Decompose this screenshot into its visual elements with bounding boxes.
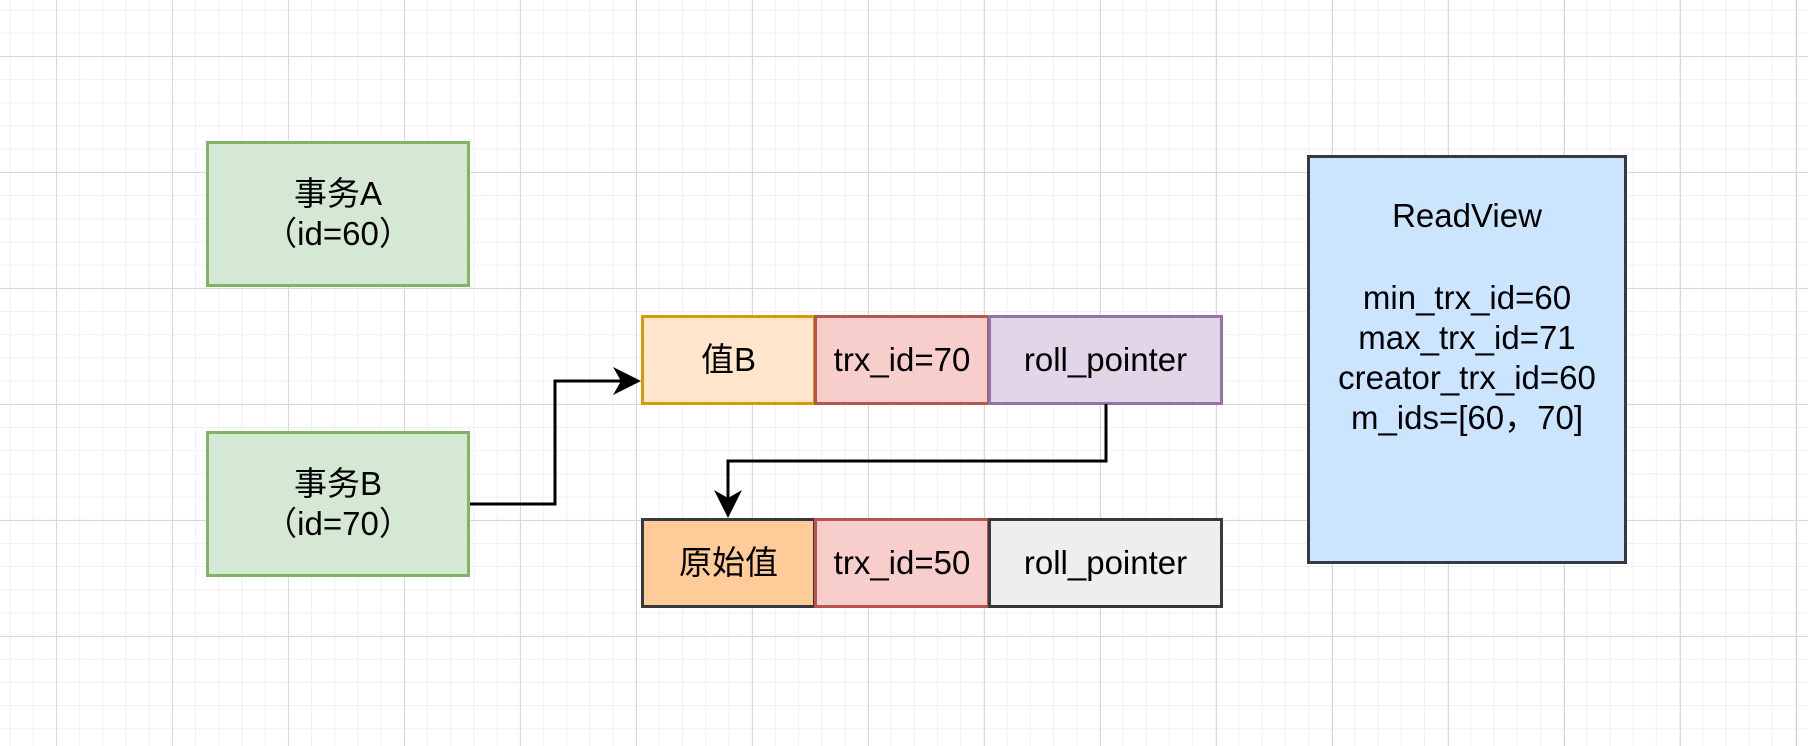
readview-box: ReadView min_trx_id=60 max_trx_id=71 cre… [1307, 155, 1627, 564]
version-old-roll-pointer-cell: roll_pointer [988, 518, 1223, 608]
version-new-roll-pointer: roll_pointer [1023, 341, 1188, 378]
version-old-value-cell: 原始值 [641, 518, 816, 608]
transaction-a-id: （id=60） [264, 215, 412, 252]
transaction-b-name: 事务B [293, 465, 382, 502]
readview-m-ids: m_ids=[60，70] [1350, 399, 1584, 436]
transaction-b-text: 事务B （id=70） [264, 464, 412, 544]
version-new-roll-pointer-cell: roll_pointer [988, 315, 1223, 405]
readview-text: ReadView min_trx_id=60 max_trx_id=71 cre… [1338, 196, 1596, 438]
version-new-trx-id-cell: trx_id=70 [814, 315, 990, 405]
transaction-a-box: 事务A （id=60） [206, 141, 470, 287]
version-new-value: 值B [700, 341, 756, 378]
version-old-roll-pointer: roll_pointer [1023, 544, 1188, 581]
version-new-value-cell: 值B [641, 315, 816, 405]
readview-title: ReadView [1392, 197, 1542, 234]
version-old-trx-id: trx_id=50 [833, 544, 971, 581]
version-new-trx-id: trx_id=70 [833, 341, 971, 378]
readview-min-trx-id: min_trx_id=60 [1362, 279, 1572, 316]
edge-transaction-b-to-new-version [470, 379, 624, 506]
transaction-b-box: 事务B （id=70） [206, 431, 470, 577]
readview-max-trx-id: max_trx_id=71 [1358, 319, 1576, 356]
version-old-trx-id-cell: trx_id=50 [814, 518, 990, 608]
readview-creator-trx-id: creator_trx_id=60 [1338, 359, 1596, 396]
transaction-a-name: 事务A [293, 175, 382, 212]
transaction-b-id: （id=70） [264, 505, 412, 542]
arrowhead-new-version-icon [613, 367, 641, 395]
transaction-a-text: 事务A （id=60） [264, 174, 412, 254]
arrowhead-old-version-icon [714, 490, 742, 518]
version-old-value: 原始值 [679, 544, 778, 581]
edge-roll-pointer-to-old-version [726, 404, 1108, 502]
